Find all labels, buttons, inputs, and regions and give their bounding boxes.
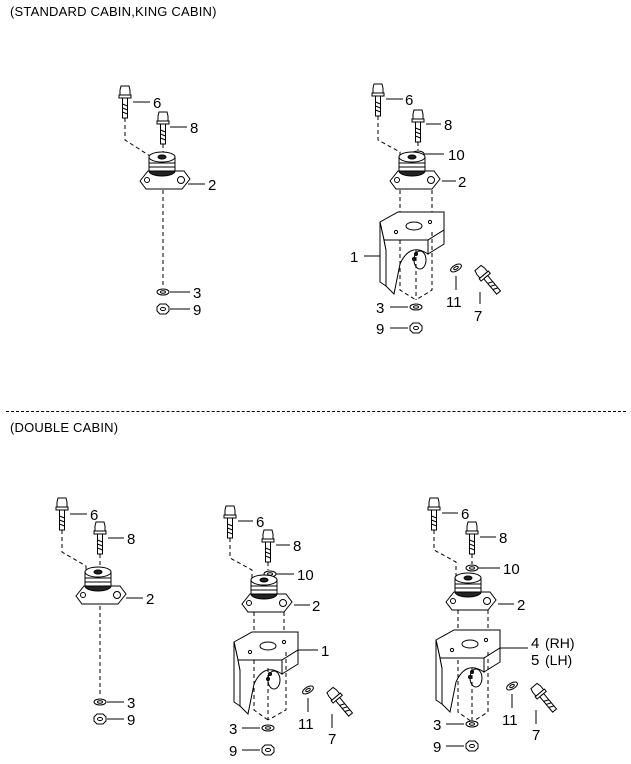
- callout-2: 2: [208, 177, 216, 194]
- callout-11: 11: [502, 712, 518, 729]
- section-title-double: (DOUBLE CABIN): [10, 420, 119, 435]
- callout-10: 10: [297, 567, 314, 584]
- callout-9: 9: [376, 321, 384, 338]
- assembly-s1-a2: [364, 83, 504, 334]
- callout-1: 1: [321, 643, 329, 660]
- callout-3: 3: [193, 285, 201, 302]
- callout-3: 3: [433, 717, 441, 734]
- callout-10: 10: [448, 147, 465, 164]
- callout-2: 2: [517, 597, 525, 614]
- callout-6: 6: [461, 506, 469, 523]
- callout-2: 2: [312, 598, 320, 615]
- assembly-s2-a3: [427, 497, 560, 752]
- callout-7: 7: [532, 727, 540, 744]
- callout-9: 9: [193, 302, 201, 319]
- callout-3: 3: [127, 695, 135, 712]
- callout-8: 8: [190, 120, 198, 137]
- section-divider: [6, 411, 626, 412]
- callout-9: 9: [229, 743, 237, 760]
- callout-9: 9: [127, 712, 135, 729]
- callout-10: 10: [503, 561, 520, 578]
- callout-2: 2: [458, 174, 466, 191]
- assembly-s2-a1: [55, 497, 143, 725]
- callout-7: 7: [474, 308, 482, 325]
- callout-8: 8: [127, 531, 135, 548]
- callout-4: 4: [531, 635, 539, 652]
- callout-11: 11: [446, 294, 462, 311]
- callout-6: 6: [90, 507, 98, 524]
- callout-6: 6: [256, 514, 264, 531]
- callout-11: 11: [298, 716, 314, 733]
- callout-8: 8: [444, 117, 452, 134]
- callout-5: 5: [531, 652, 539, 669]
- callout-6: 6: [405, 92, 413, 109]
- assembly-s2-a2: [223, 505, 356, 756]
- callout-9: 9: [433, 739, 441, 756]
- callout-2: 2: [146, 591, 154, 608]
- callout-7: 7: [328, 731, 336, 748]
- callout-1: 1: [350, 249, 358, 266]
- callout-6: 6: [153, 95, 161, 112]
- callout-8: 8: [499, 530, 507, 547]
- callout-3: 3: [376, 300, 384, 317]
- assembly-s1-a1: [118, 85, 205, 315]
- section-title-standard-king: (STANDARD CABIN,KING CABIN): [10, 4, 217, 19]
- callout-rh: (RH): [545, 635, 575, 651]
- callout-3: 3: [229, 721, 237, 738]
- callout-8: 8: [293, 538, 301, 555]
- callout-lh: (LH): [545, 652, 572, 668]
